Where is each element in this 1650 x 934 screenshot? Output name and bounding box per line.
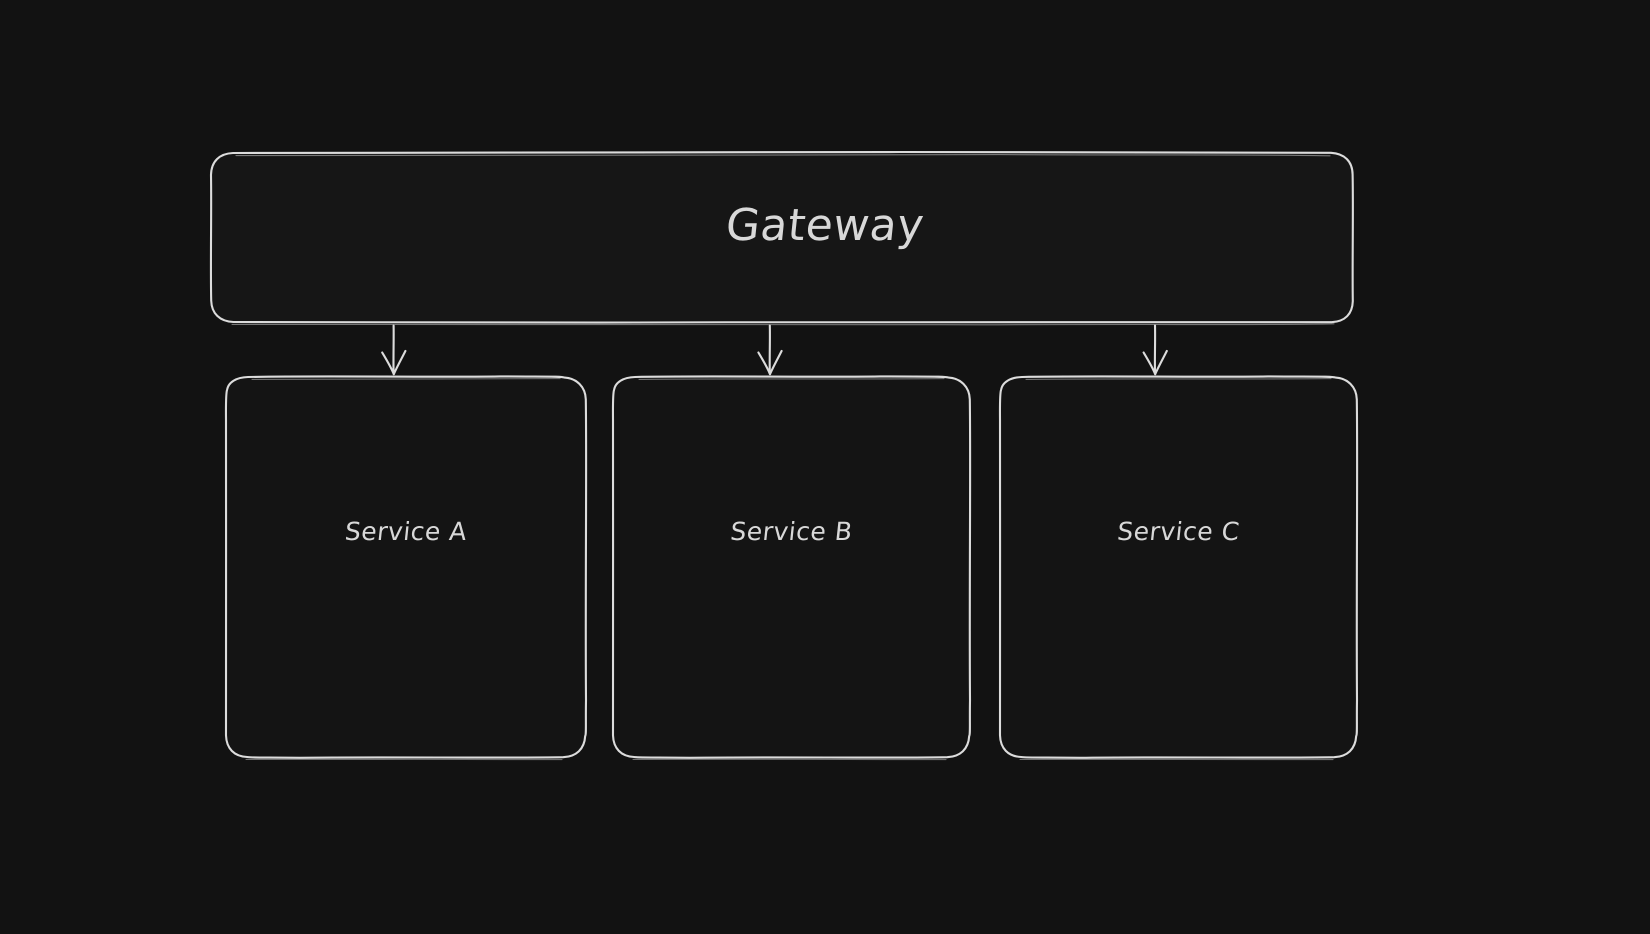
- edge-gateway-service-a[interactable]: [381, 324, 407, 376]
- node-gateway[interactable]: [209, 150, 1354, 326]
- node-service-c[interactable]: [998, 375, 1359, 761]
- arrowhead-icon: [1142, 349, 1168, 376]
- service-c-box-outline[interactable]: [998, 375, 1359, 759]
- edge-gateway-service-c[interactable]: [1142, 324, 1168, 376]
- arrowhead-icon: [381, 349, 407, 376]
- arrowhead-icon: [757, 349, 783, 376]
- gateway-box-sketch-overlay-bottom: [231, 323, 1335, 326]
- service-c-box-sketch-overlay: [1025, 378, 1332, 380]
- service-b-box-outline[interactable]: [611, 375, 972, 759]
- service-b-box-sketch-overlay: [638, 378, 945, 380]
- node-service-a[interactable]: [224, 375, 588, 761]
- edge-gateway-service-b[interactable]: [757, 324, 783, 376]
- service-a-box-outline[interactable]: [224, 375, 588, 759]
- service-a-box-sketch-overlay: [251, 378, 561, 380]
- gateway-box-outline[interactable]: [209, 150, 1354, 324]
- gateway-box-sketch-overlay: [235, 154, 1331, 157]
- node-service-b[interactable]: [611, 375, 972, 761]
